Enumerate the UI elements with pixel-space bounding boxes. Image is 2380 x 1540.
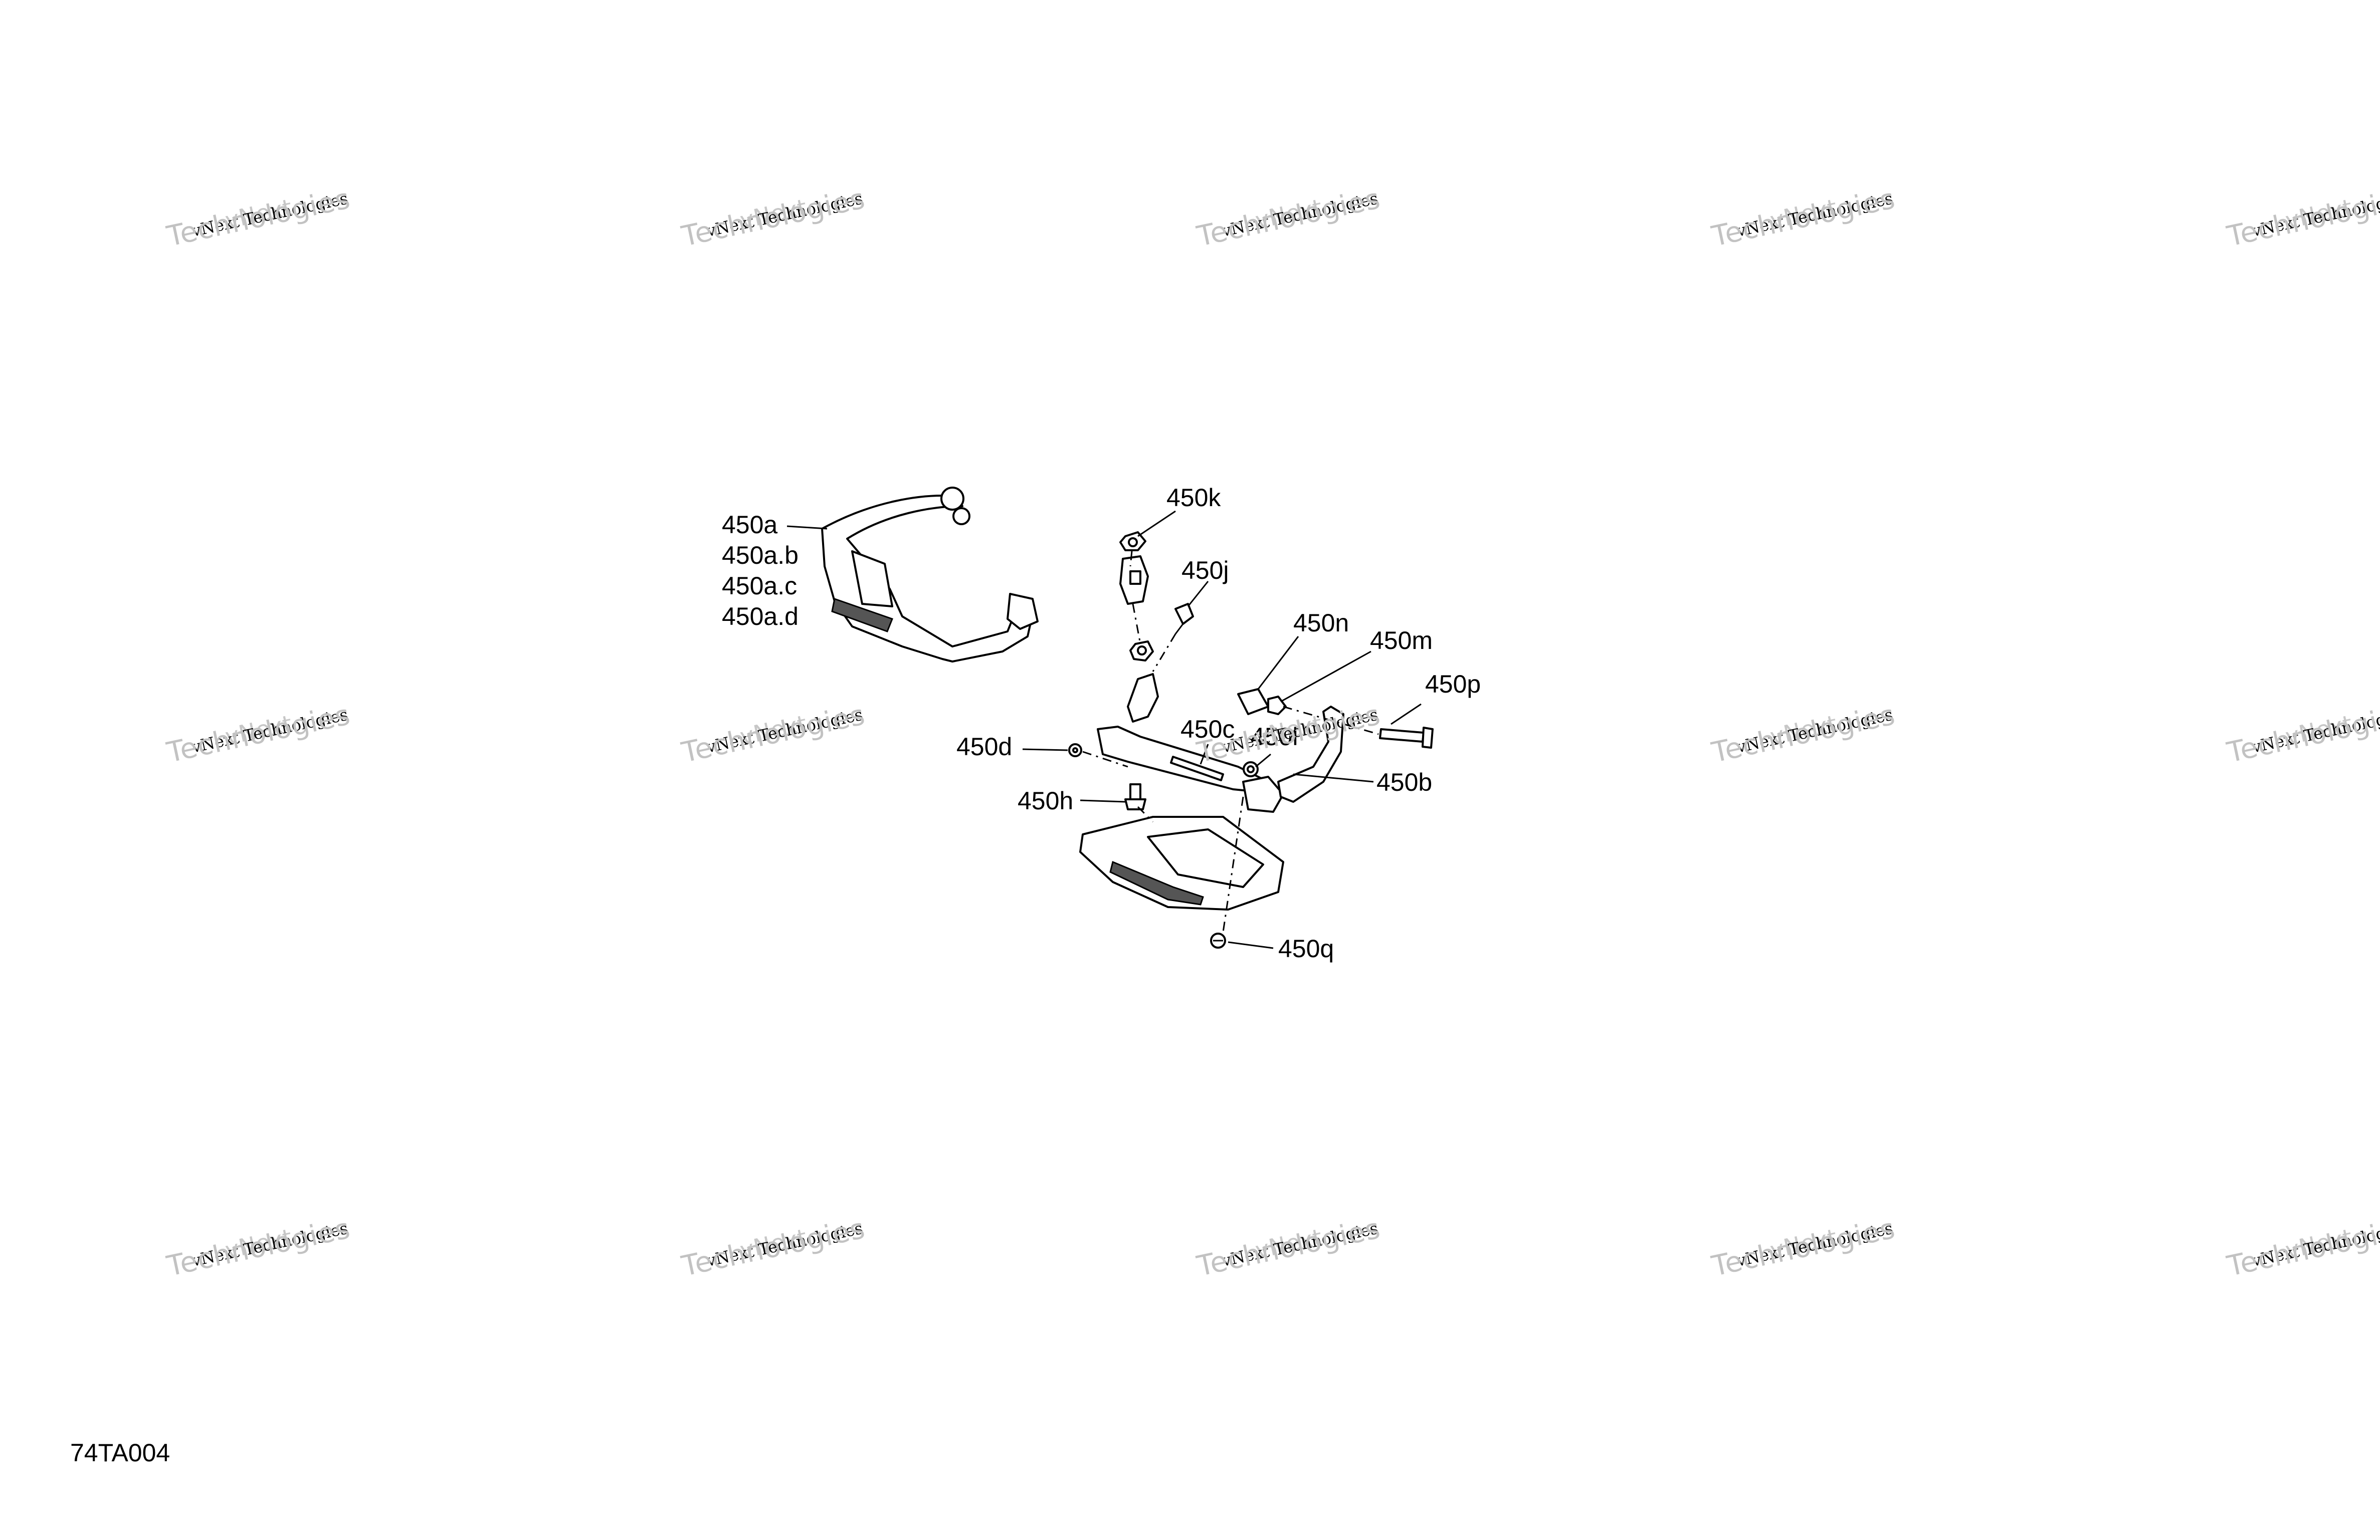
callout-450k: 450k [1166,484,1221,512]
part-lower-deflector [1079,816,1284,911]
callout-450a: 450a [722,511,778,539]
callout-450b: 450b [1376,768,1433,796]
part-450n-sleeve [1237,688,1269,715]
callout-450q: 450q [1278,935,1334,963]
callout-450d: 450d [956,733,1013,761]
part-450d-nut [1068,743,1082,757]
callout-450a-d: 450a.d [722,602,799,630]
part-clamp [1119,555,1149,605]
callout-450a-c: 450a.c [722,572,798,600]
part-450m-spacer [1267,696,1287,715]
callout-450m: 450m [1370,626,1433,654]
part-450j-screw [1174,603,1194,634]
callout-450l: 450l [1251,723,1298,751]
callout-450a-b: 450a.b [722,541,799,569]
part-450q-screw [1210,933,1226,949]
leader-lines [786,510,1422,949]
callout-450h: 450h [1018,787,1074,815]
part-450a-handguard [821,487,1039,663]
assembly-centerlines [1082,551,1379,933]
figure-id: 74TA004 [70,1439,170,1467]
callout-450j: 450j [1181,556,1229,584]
part-450l-washer [1243,761,1259,777]
part-450p-bolt [1379,727,1434,749]
part-450h-bolt [1124,783,1146,810]
part-nut-lower [1129,640,1154,662]
callout-450c: 450c [1180,715,1235,743]
callout-450p: 450p [1425,670,1481,698]
part-450c-pin [1170,756,1224,781]
part-450k-nut [1119,531,1146,551]
callout-450n: 450n [1293,609,1349,637]
